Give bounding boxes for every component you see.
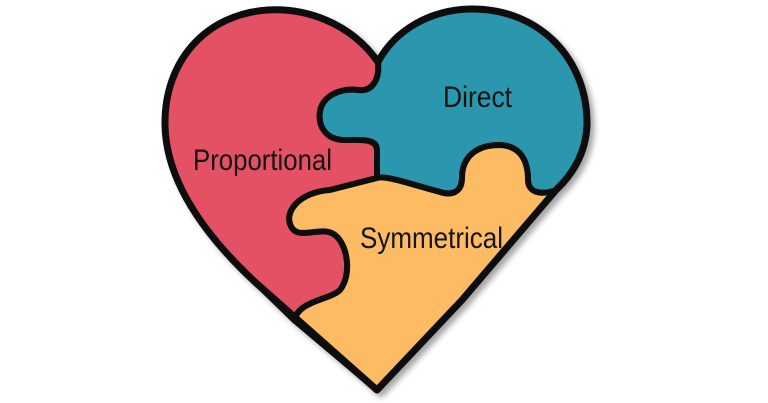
heart-outline [161,5,591,394]
heart [161,5,591,394]
label-proportional: Proportional [193,144,332,177]
label-symmetrical: Symmetrical [360,222,503,255]
label-direct: Direct [443,81,513,114]
